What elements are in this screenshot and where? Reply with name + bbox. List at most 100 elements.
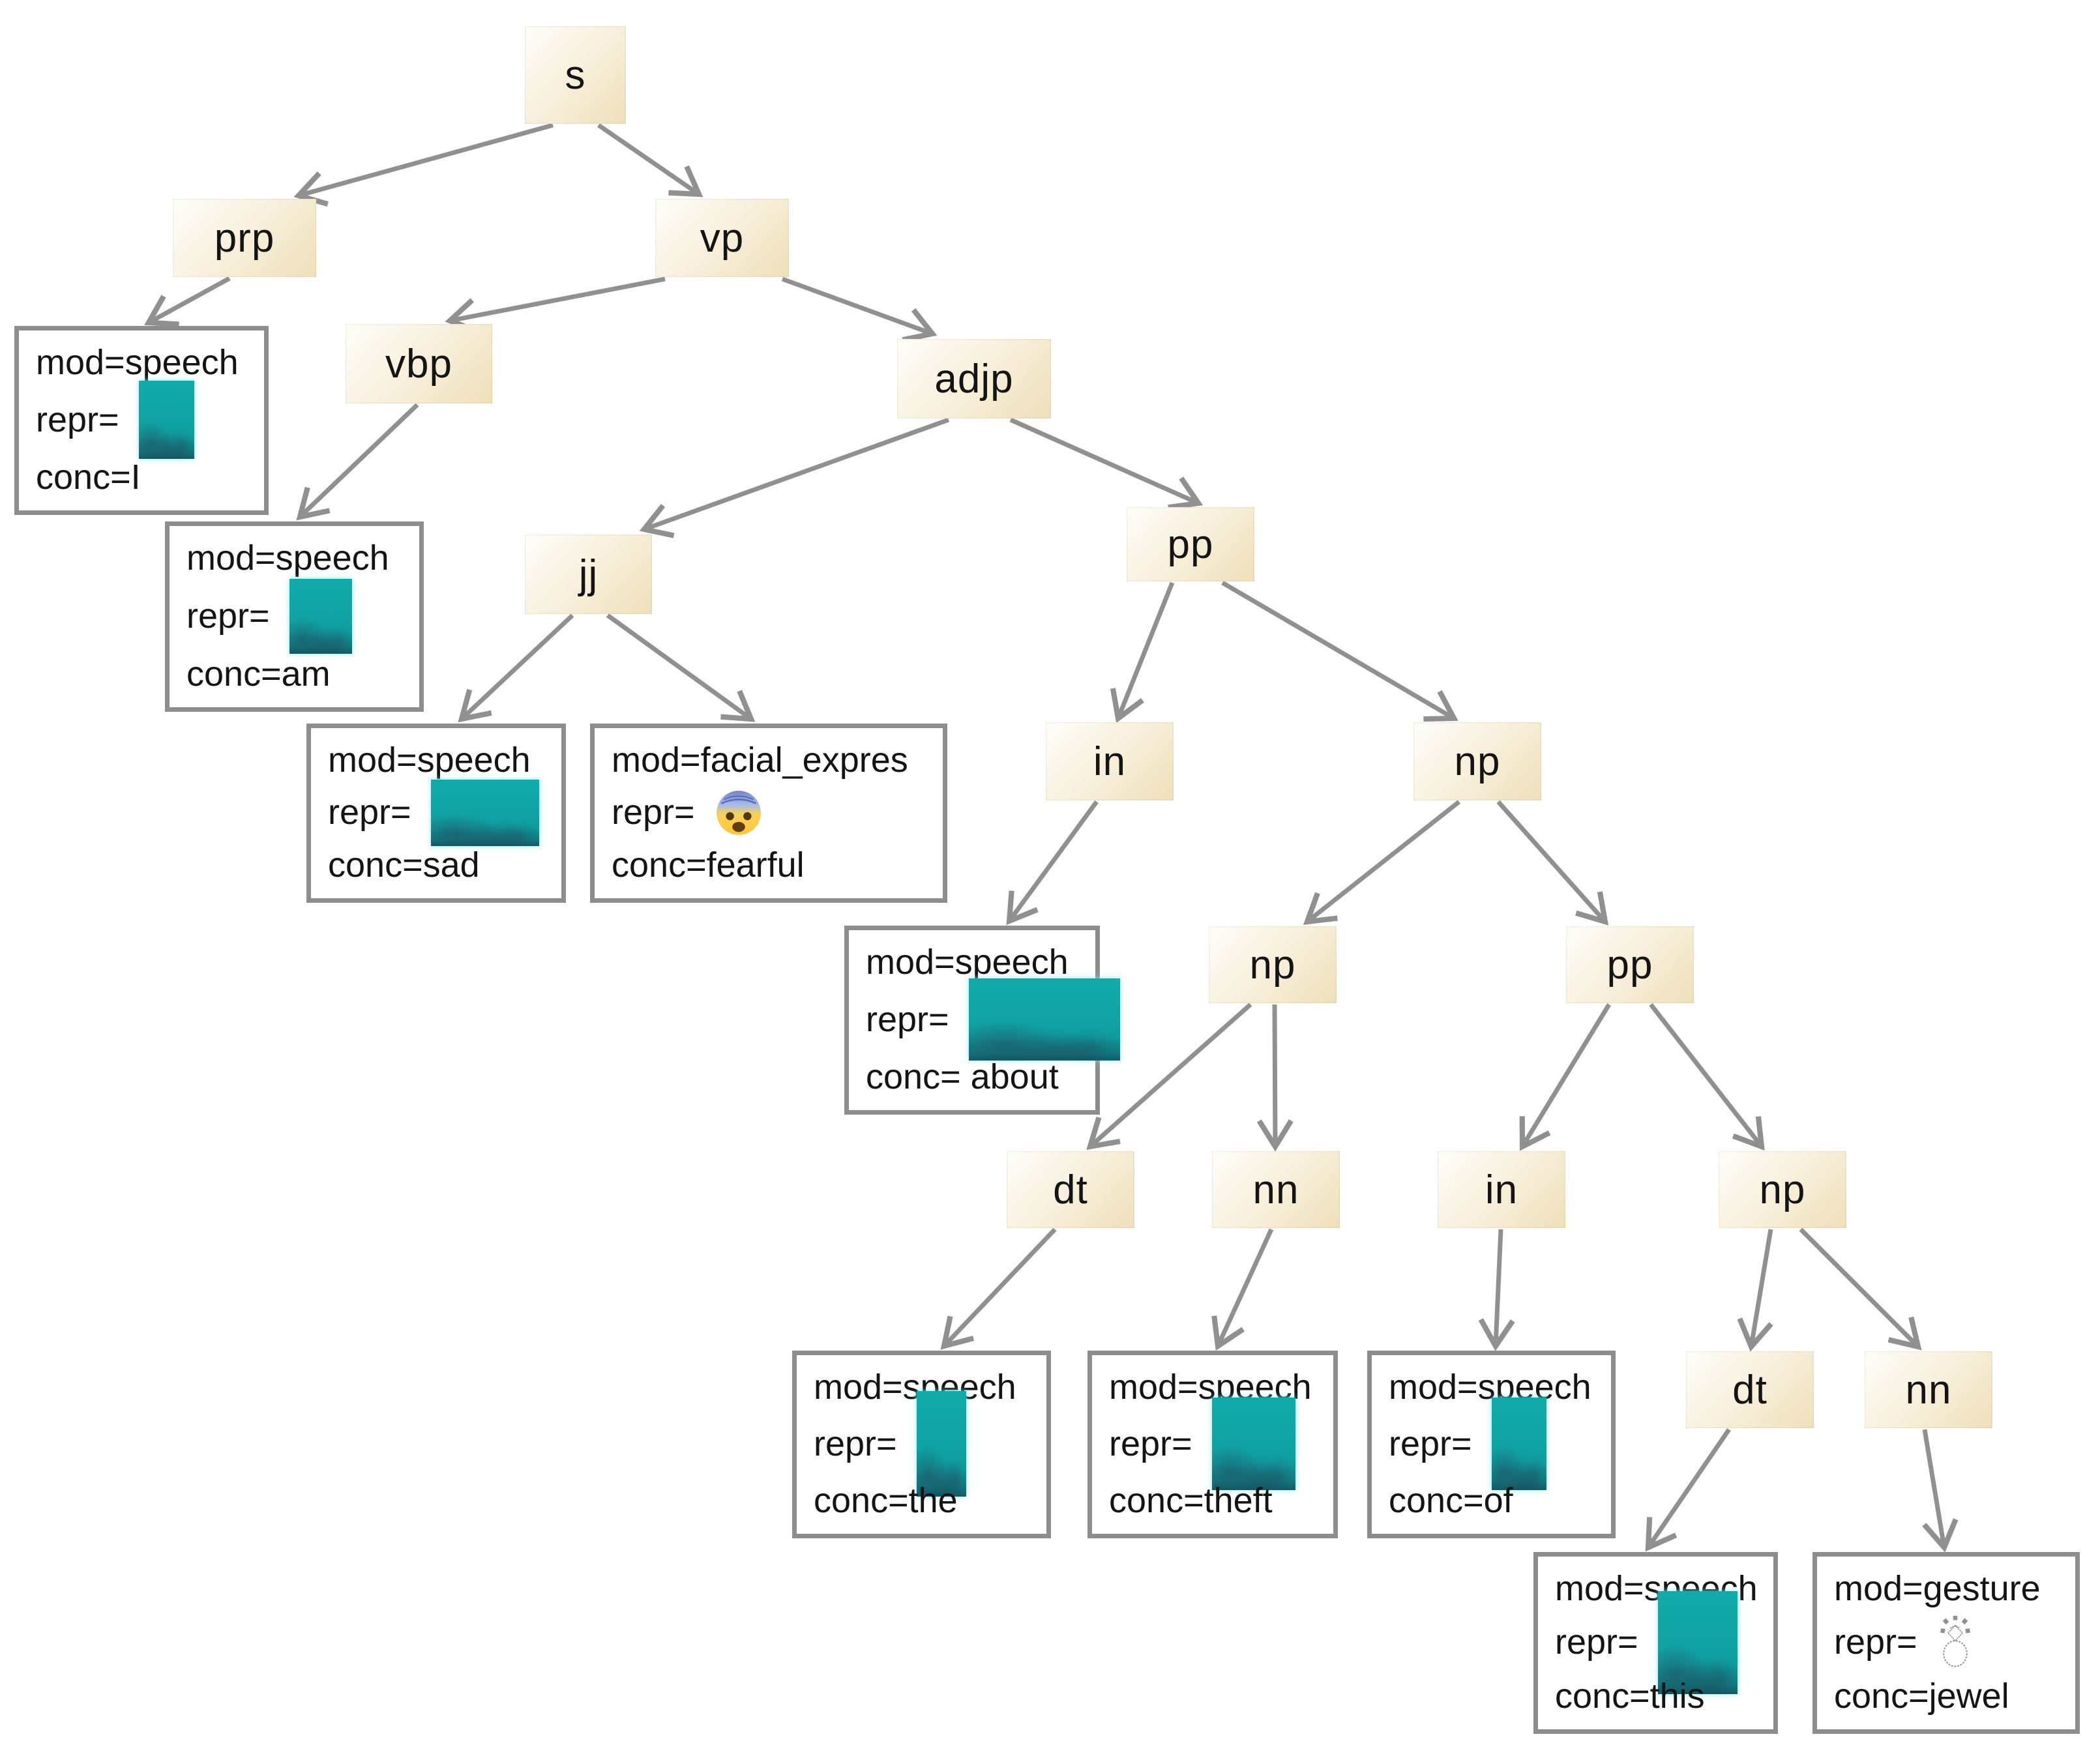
tree-node-nn2: nn [1865,1351,1992,1428]
repr-label: repr= [1109,1424,1192,1463]
edge-arrow-vp-to-adjp [781,276,938,343]
conc-label: conc=am [186,654,331,694]
tree-node-np: np [1413,722,1541,800]
mod-label: mod=speech [866,942,1069,982]
edge-arrow-jj-to-leaf-fearful [606,613,756,722]
tree-node-s: s [525,26,626,124]
edge-arrow-np-to-pp2 [1496,800,1609,926]
node-label: jj [578,551,599,597]
fearful-face-icon [716,790,761,835]
spectrogram-thumbnail [1657,1590,1738,1694]
edge-arrow-prp-to-leaf-i [144,276,231,327]
node-label: nn [1905,1367,1952,1413]
tree-node-pp2: pp [1566,926,1694,1003]
spectrogram-thumbnail [138,381,194,459]
node-label: adjp [934,356,1014,402]
conc-label: conc=this [1555,1676,1705,1716]
mod-label: mod=speech [36,342,239,382]
tree-node-in: in [1046,722,1174,800]
leaf-jewel: mod=gesture repr= conc=jewel [1812,1552,2080,1734]
conc-label: conc=of [1389,1480,1513,1520]
leaf-i: mod=speech repr= conc=I [14,326,269,515]
edge-arrow-adjp-to-jj [639,417,950,538]
tree-node-nn: nn [1212,1151,1340,1228]
edge-arrow-in2-to-leaf-of [1478,1229,1515,1351]
tree-node-vbp: vbp [346,324,492,403]
node-label: vbp [385,341,452,387]
repr-label: repr= [612,793,695,832]
tree-node-pp: pp [1127,507,1254,581]
repr-label: repr= [866,999,949,1039]
diamond-ring-icon [1940,1615,1970,1667]
edge-arrow-np-to-np2 [1303,800,1461,925]
edge-arrow-np2-to-dt [1086,1003,1252,1150]
spectrogram-thumbnail [968,978,1120,1061]
edge-arrow-pp-to-in [1110,581,1175,724]
repr-label: repr= [186,596,270,636]
conc-label: conc=fearful [612,845,805,885]
node-label: vp [700,215,745,261]
edge-arrow-nn-to-leaf-theft [1211,1228,1274,1351]
node-label: pp [1167,521,1214,567]
repr-label: repr= [328,793,411,832]
conc-label: conc= about [866,1057,1059,1096]
node-label: dt [1732,1367,1767,1413]
edge-arrow-nn2-to-leaf-jewel [1922,1429,1959,1553]
mod-label: mod=speech [1389,1367,1591,1407]
tree-node-prp: prp [173,199,316,277]
leaf-about: mod=speech repr= conc= about [844,926,1120,1115]
spectrogram-thumbnail [1491,1398,1546,1490]
node-label: pp [1606,942,1653,988]
node-label: nn [1252,1167,1299,1212]
mod-label: mod=speech [328,740,531,780]
spectrogram-thumbnail [289,578,352,654]
edge-arrow-s-to-vp [597,123,703,198]
node-label: np [1249,942,1296,988]
edge-arrow-pp2-to-np3 [1649,1003,1765,1151]
edge-arrow-pp2-to-in2 [1519,1003,1611,1151]
edge-arrow-pp-to-np [1221,580,1458,722]
edge-arrow-dt-to-leaf-the [940,1227,1057,1350]
tree-node-in2: in [1438,1151,1565,1228]
edge-arrow-vbp-to-leaf-am [296,403,419,521]
node-label: dt [1053,1167,1088,1212]
conc-label: conc=sad [328,845,480,885]
edge-arrow-in-to-leaf-about [1006,800,1099,926]
repr-label: repr= [1555,1622,1638,1662]
tree-node-adjp: adjp [897,339,1051,418]
node-label: np [1759,1167,1806,1212]
spectrogram-thumbnail [916,1391,966,1497]
tree-node-jj: jj [525,535,652,614]
edge-arrow-vp-to-vbp [445,276,666,334]
conc-label: conc=theft [1109,1480,1273,1520]
tree-node-vp: vp [655,199,789,277]
tree-node-dt: dt [1007,1151,1134,1228]
conc-label: conc=I [36,457,141,497]
edge-arrow-np3-to-dt2 [1737,1229,1773,1352]
spectrogram-thumbnail [430,779,539,846]
repr-label: repr= [1389,1424,1472,1463]
tree-node-np3: np [1719,1151,1846,1228]
leaf-sad: mod=speech repr= conc=sad [306,724,566,903]
repr-label: repr= [36,400,119,439]
mod-label: mod=gesture [1834,1568,2041,1608]
conc-label: conc=jewel [1834,1676,2009,1716]
conc-label: conc=the [814,1480,958,1520]
node-label: prp [214,215,275,261]
edge-arrow-jj-to-leaf-sad [458,613,574,723]
edge-arrow-s-to-prp [293,123,554,207]
edge-arrow-np3-to-nn2 [1799,1227,1922,1351]
node-label: s [565,52,586,98]
repr-label: repr= [814,1424,897,1463]
mod-label: mod=speech [814,1367,1016,1407]
repr-label: repr= [1834,1622,1917,1662]
node-label: np [1454,739,1501,784]
node-label: in [1485,1167,1518,1212]
edge-arrow-adjp-to-pp [1009,417,1204,510]
